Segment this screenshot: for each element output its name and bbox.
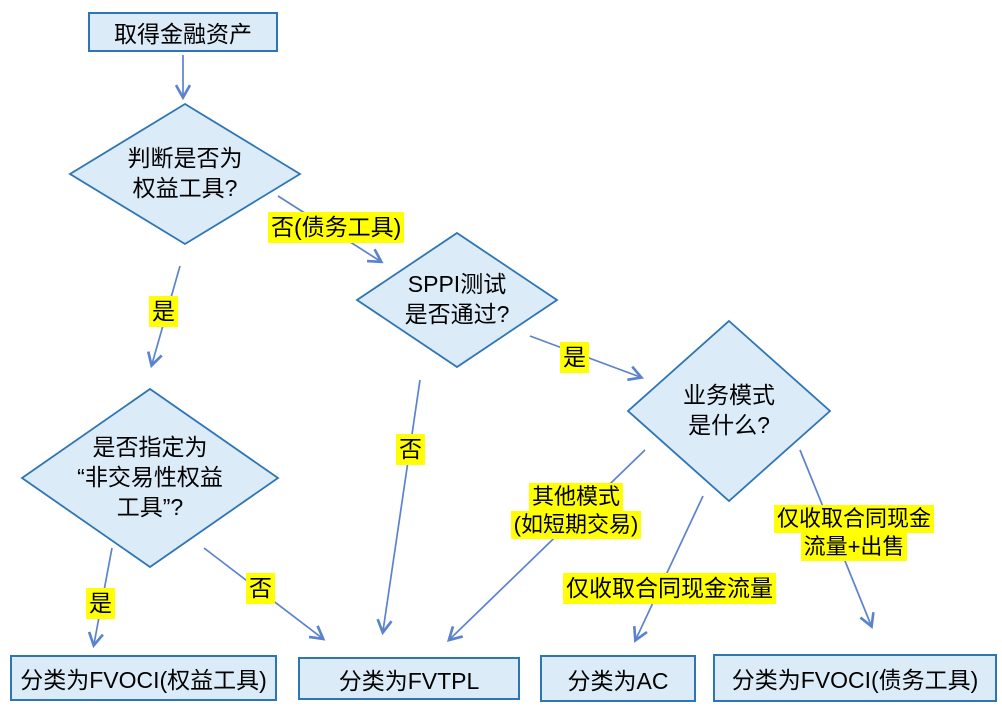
start-node-label: 取得金融资产 [114,21,252,47]
decision-designated-line3: 工具”? [116,494,184,520]
result-fvoci-debt-node: 分类为FVOCI(债务工具) [713,654,997,702]
edge-label-collect-and-sell-line2: 流量+出售 [800,533,908,561]
decision-equity-diamond [68,102,302,246]
decision-sppi-line1: SPPI测试 [407,271,507,297]
decision-sppi-diamond [355,231,559,369]
edge-sppi-no-to-fvtpl [376,379,421,636]
decision-business-line1: 业务模式 [683,382,775,408]
result-fvtpl-node: 分类为FVTPL [298,657,520,700]
decision-equity-line1: 判断是否为 [127,145,243,171]
decision-sppi-label: SPPI测试 是否通过? [357,269,557,329]
result-fvoci-debt-label: 分类为FVOCI(债务工具) [731,667,979,693]
decision-equity-label: 判断是否为 权益工具? [85,143,285,203]
decision-business-line2: 是什么? [688,412,770,438]
edge-label-no-debt-instrument: 否(债务工具) [268,212,405,243]
edge-label-collect-only: 仅收取合同现金流量 [563,573,776,604]
decision-designated-label: 是否指定为 “非交易性权益 工具”? [25,432,275,522]
edge-label-no-sppi: 否 [396,434,425,465]
decision-business-model-label: 业务模式 是什么? [629,380,829,440]
decision-designated-line2: “非交易性权益 [77,464,223,490]
edge-label-other-model-line2: (如短期交易) [510,511,642,539]
edge-business-collect-to-ac [632,495,704,643]
result-fvtpl-label: 分类为FVTPL [338,667,480,694]
edge-label-yes-to-business: 是 [560,342,589,373]
edge-label-collect-and-sell: 仅收取合同现金 流量+出售 [762,505,946,561]
decision-equity-line2: 权益工具? [132,175,238,201]
edge-label-other-model-line1: 其他模式 [528,483,623,511]
result-ac-label: 分类为AC [567,667,669,694]
edge-label-no-designated: 否 [246,573,275,604]
result-fvoci-equity-label: 分类为FVOCI(权益工具) [20,667,267,693]
decision-designated-diamond [20,387,280,569]
decision-designated-line1: 是否指定为 [92,434,208,460]
result-fvoci-equity-node: 分类为FVOCI(权益工具) [10,655,277,701]
edge-label-yes-to-designated: 是 [149,296,178,327]
decision-sppi-line2: 是否通过? [404,301,510,327]
edge-business-other-to-fvtpl [446,449,646,642]
decision-business-model-diamond [626,319,832,503]
result-ac-node: 分类为AC [540,655,696,702]
start-node: 取得金融资产 [88,12,278,52]
edge-label-collect-and-sell-line1: 仅收取合同现金 [773,505,934,533]
edge-label-other-model: 其他模式 (如短期交易) [500,483,652,539]
edge-label-yes-designated: 是 [86,588,115,619]
